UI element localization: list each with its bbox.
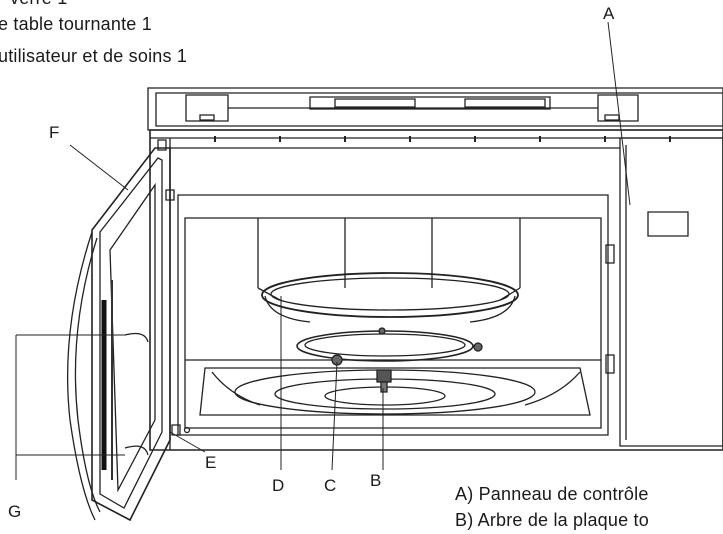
- turntable-shaft: [377, 370, 391, 392]
- callout-c-label: C: [324, 476, 337, 495]
- cavity: [178, 195, 614, 435]
- top-vent-housing: [148, 88, 723, 130]
- legend-item-b: B) Arbre de la plaque to: [455, 510, 649, 530]
- legend-item-a: A) Panneau de contrôle: [455, 484, 649, 504]
- roller-ring: [297, 328, 482, 365]
- intro-line-2: e table tournante 1: [0, 14, 152, 34]
- callout-g-label: G: [8, 502, 22, 521]
- callout-e-label: E: [205, 453, 217, 472]
- callout-d-label: D: [272, 476, 285, 495]
- control-panel: [620, 138, 723, 446]
- intro-line-1: verre 1: [10, 0, 67, 9]
- callout-a-label: A: [603, 4, 615, 23]
- cabinet-body: [150, 130, 723, 450]
- callout-b-label: B: [370, 471, 382, 490]
- glass-turntable-tray: [262, 273, 518, 322]
- callout-f-label: F: [49, 123, 60, 142]
- open-door: [68, 140, 190, 520]
- intro-line-3: utilisateur et de soins 1: [0, 46, 188, 66]
- leader-lines: [16, 22, 630, 480]
